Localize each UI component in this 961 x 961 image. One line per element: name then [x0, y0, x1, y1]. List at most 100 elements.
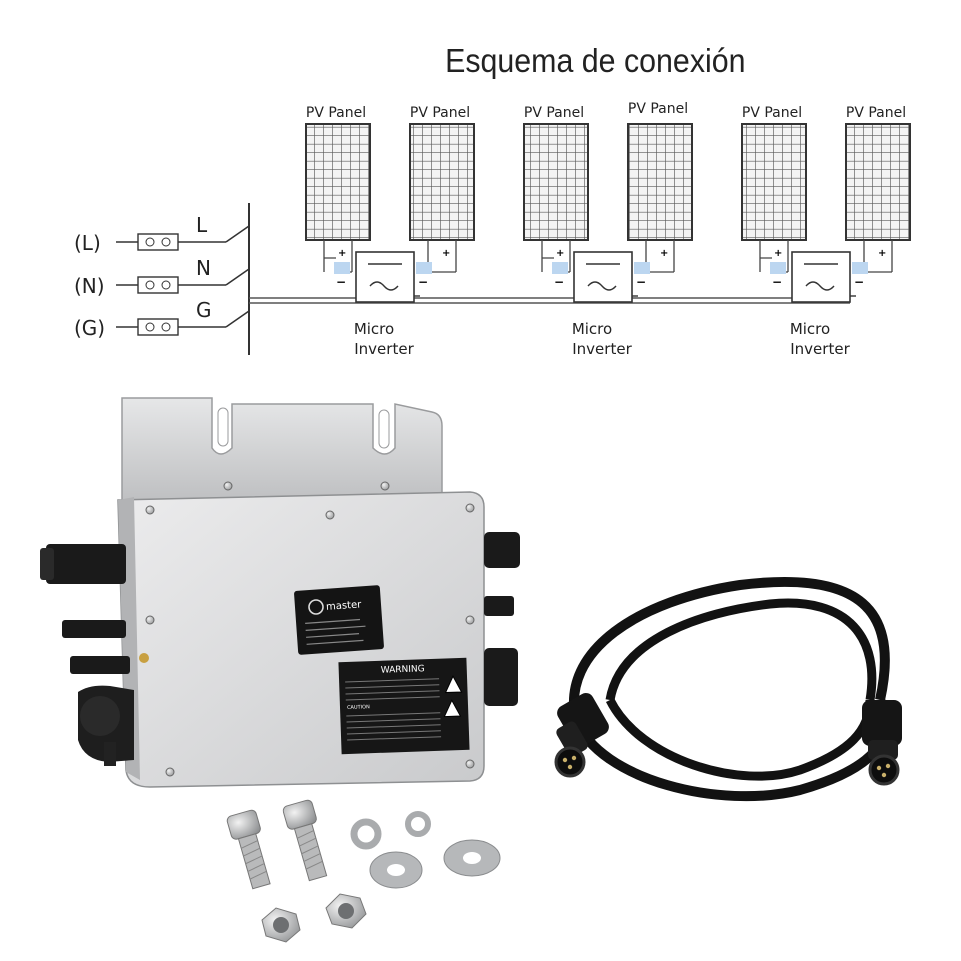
dc-connectors-left	[40, 544, 134, 766]
inverter-box	[573, 251, 633, 303]
pv-panel-label: PV Panel	[410, 105, 470, 121]
screw	[465, 615, 475, 625]
grid-tag: (G)	[74, 316, 105, 340]
polarity-plus: +	[442, 248, 450, 259]
polarity-minus: −	[336, 275, 346, 289]
pv-panel-6: PV Panel	[845, 105, 911, 272]
dc-wire	[428, 271, 456, 273]
dc-wire	[864, 271, 892, 273]
inverter-box	[791, 251, 851, 303]
grid-line-n: (N) N	[74, 256, 250, 298]
pv-panel-grid	[305, 123, 371, 241]
pv-panel-grid	[523, 123, 589, 241]
grid-line-l: (L) L	[74, 213, 250, 255]
terminal-screw	[145, 280, 155, 290]
inverter-label-line1: Micro	[354, 320, 394, 338]
dc-connector	[416, 262, 432, 274]
warning-title: WARNING	[381, 664, 425, 676]
flat-washer	[443, 839, 501, 877]
pv-panel-label: PV Panel	[524, 105, 584, 121]
inverter-label-line1: Micro	[790, 320, 830, 338]
bolt	[282, 799, 328, 882]
cable-plug-left	[554, 693, 609, 778]
diagram-title: Esquema de conexión	[445, 42, 746, 79]
pv-panel-grid	[627, 123, 693, 241]
inverter-label-line1: Micro	[572, 320, 612, 338]
grid-line-g: (G) G	[74, 298, 250, 340]
pv-panel-label: PV Panel	[846, 105, 906, 121]
hex-nut	[261, 907, 301, 943]
inverter-label-line2: Inverter	[572, 340, 632, 358]
ac-symbol	[587, 281, 617, 291]
pv-panel-3: PV Panel	[523, 105, 589, 272]
polarity-minus: −	[854, 275, 864, 289]
brand-name: master	[326, 599, 363, 612]
ac-symbol	[805, 281, 835, 291]
ac-trunk-cable	[249, 297, 850, 304]
pv-panel-label: PV Panel	[742, 105, 802, 121]
grid-letter: N	[196, 256, 211, 280]
micro-inverter-photo: master WARNING CAUTION	[40, 397, 520, 788]
caution-text: CAUTION	[347, 704, 370, 711]
terminal-block	[137, 276, 179, 294]
screw	[145, 615, 155, 625]
grid-letter: L	[196, 213, 208, 237]
dc-wire	[646, 271, 674, 273]
grid-tag: (N)	[74, 274, 105, 298]
pv-panel-label: PV Panel	[306, 105, 366, 121]
polarity-minus: −	[418, 275, 428, 289]
switch-contact	[225, 268, 250, 286]
polarity-minus: −	[772, 275, 782, 289]
screw	[223, 481, 233, 491]
ac-symbol	[369, 281, 399, 291]
ac-extension-cable	[554, 576, 902, 802]
brand-label: master	[294, 585, 384, 655]
pv-panel-2: PV Panel	[409, 105, 475, 272]
polarity-plus: +	[660, 248, 668, 259]
warning-label: WARNING CAUTION	[338, 657, 470, 755]
bolt	[226, 809, 271, 890]
screw	[465, 759, 475, 769]
screw	[145, 505, 155, 515]
flat-washer	[369, 851, 423, 889]
brass-fitting	[139, 653, 149, 663]
dc-connector	[852, 262, 868, 274]
terminal-screw	[145, 322, 155, 332]
terminal-block	[137, 233, 179, 251]
switch-contact	[225, 225, 250, 243]
mounting-hardware	[226, 799, 501, 943]
dc-connector	[552, 262, 568, 274]
polarity-plus: +	[556, 248, 564, 259]
pv-panel-label: PV Panel	[628, 101, 688, 117]
dc-connector	[634, 262, 650, 274]
cable-plug-right	[862, 700, 902, 786]
screw	[380, 481, 390, 491]
warning-triangle-icon	[443, 699, 462, 718]
polarity-plus: +	[338, 248, 346, 259]
mounting-plate	[121, 397, 443, 501]
ac-connectors-right	[484, 532, 520, 706]
switch-contact	[225, 310, 250, 328]
polarity-plus: +	[774, 248, 782, 259]
polarity-minus: −	[554, 275, 564, 289]
grid-letter: G	[196, 298, 212, 322]
warning-triangle-icon	[444, 675, 463, 694]
pv-panel-5: PV Panel	[741, 105, 807, 272]
inverter-box	[355, 251, 415, 303]
screw	[165, 767, 175, 777]
screw	[465, 503, 475, 513]
pv-panel-4: PV Panel	[627, 101, 693, 272]
inverter-label-line2: Inverter	[354, 340, 414, 358]
terminal-screw	[161, 322, 171, 332]
polarity-minus: −	[636, 275, 646, 289]
dc-connector	[770, 262, 786, 274]
dc-connector	[334, 262, 350, 274]
grid-tag: (L)	[74, 231, 101, 255]
lock-washer	[350, 818, 382, 850]
terminal-block	[137, 318, 179, 336]
